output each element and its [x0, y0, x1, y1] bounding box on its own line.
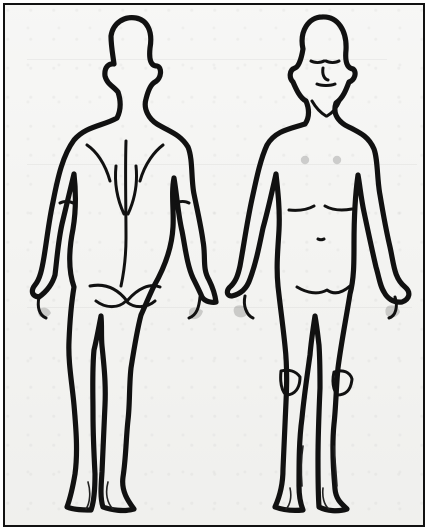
back-view-figure — [32, 18, 216, 511]
front-view-figure — [227, 17, 408, 511]
